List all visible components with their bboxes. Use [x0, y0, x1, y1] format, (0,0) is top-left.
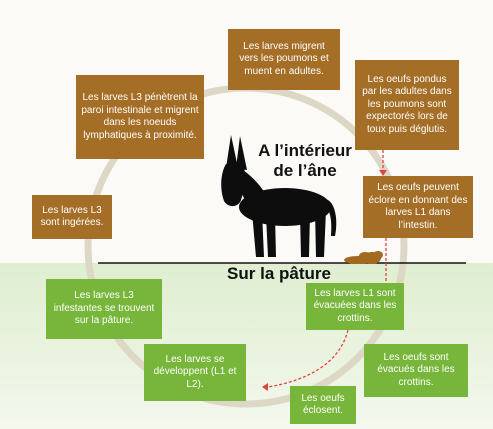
step-eggs-hatch-l1: Les oeufs peuvent éclore en donnant des … — [363, 176, 473, 238]
step-adults-lungs: Les larves migrent vers les poumons et m… — [228, 29, 340, 90]
step-l3-infective: Les larves L3 infestantes se trouvent su… — [46, 279, 162, 339]
arrow-to-eggs-hatch-pasture — [267, 329, 349, 388]
step-l1-evacuated: Les larves L1 sont évacuées dans les cro… — [306, 283, 404, 330]
dung-pile — [344, 251, 383, 264]
step-eggs-evacuated: Les oeufs sont évacués dans les crottins… — [364, 344, 468, 397]
step-l3-intestine: Les larves L3 pénètrent la paroi intesti… — [76, 75, 204, 159]
step-eggs-hatch: Les oeufs éclosent. — [290, 386, 356, 424]
pasture-label: Sur la pâture — [227, 264, 331, 283]
step-eggs-coughed: Les oeufs pondus par les adultes dans le… — [355, 60, 459, 150]
inside-label: A l’intérieur de l’âne — [258, 141, 352, 180]
step-larvae-develop: Les larves se développent (L1 et L2). — [144, 344, 246, 401]
donkey-silhouette — [221, 135, 337, 257]
step-l3-ingested: Les larves L3 sont ingérées. — [32, 195, 112, 239]
arrowhead-1 — [379, 170, 387, 176]
arrowhead-3 — [262, 383, 268, 391]
